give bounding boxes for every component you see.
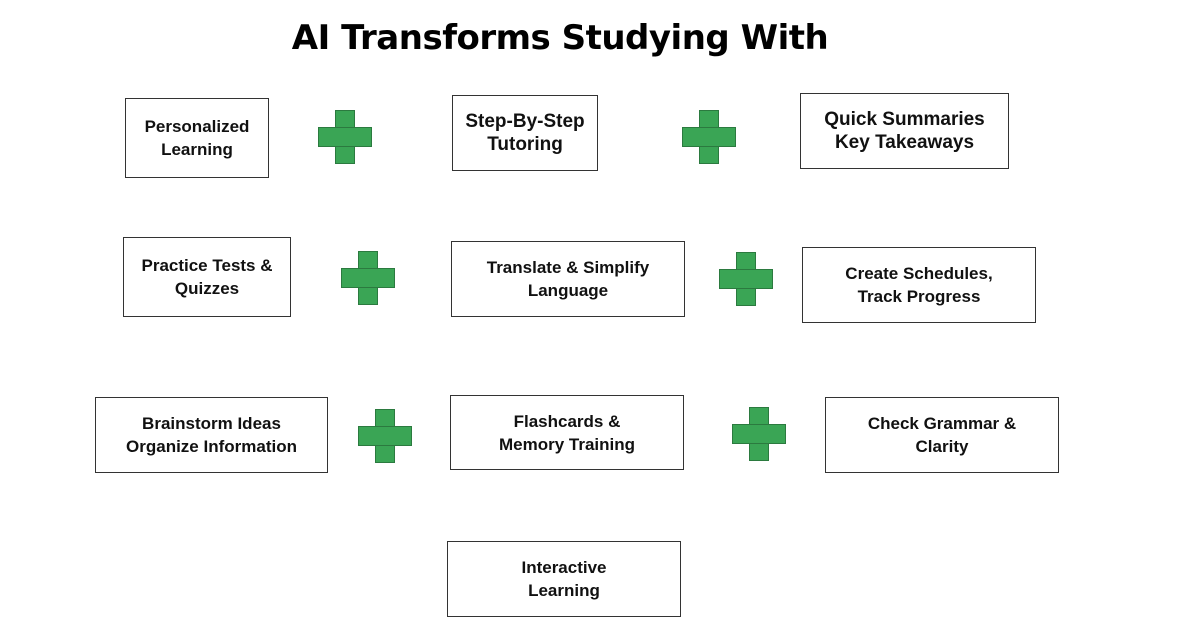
box-label-line2: Key Takeaways [834,132,975,153]
box-label-line2: Quizzes [174,279,240,298]
box-label-line1: Create Schedules, [845,264,993,283]
box-practice-tests: Practice Tests & Quizzes [123,237,291,317]
box-label-line2: Memory Training [498,434,636,454]
box-label-line1: Step-By-Step [465,111,585,132]
plus-icon [719,252,773,306]
box-label-line1: Brainstorm Ideas [142,414,281,433]
box-label-line2: Tutoring [487,134,563,155]
plus-icon [341,251,395,305]
box-create-schedules: Create Schedules, Track Progress [802,247,1036,323]
box-label-line2: Clarity [915,437,969,456]
plus-icon [358,409,412,463]
box-flashcards: Flashcards & Memory Training [450,395,684,470]
box-label-line1: Translate & Simplify [486,258,650,277]
box-label-line1: Practice Tests & [141,256,273,275]
box-label-line1: Personalized [144,117,250,136]
box-label-line2: Organize Information [126,437,297,456]
box-label-line2: Learning [161,140,233,159]
box-label-line1: Check Grammar & [867,414,1017,433]
box-label-line2: Track Progress [857,287,981,306]
box-step-by-step-tutoring: Step-By-Step Tutoring [452,95,598,171]
box-label-line1: Quick Summaries [824,109,985,130]
box-quick-summaries: Quick Summaries Key Takeaways [800,93,1009,169]
box-personalized-learning: Personalized Learning [125,98,269,178]
box-label-line1: Interactive [521,558,607,577]
box-check-grammar: Check Grammar & Clarity [825,397,1059,473]
plus-icon [732,407,786,461]
box-translate-simplify: Translate & Simplify Language [451,241,685,317]
plus-icon [682,110,736,164]
box-label-line2: Learning [528,581,600,600]
box-interactive-learning: Interactive Learning [447,541,681,617]
box-brainstorm-ideas: Brainstorm Ideas Organize Information [95,397,328,473]
page-title: AI Transforms Studying With [291,18,829,58]
box-label-line1: Flashcards & [513,411,621,431]
plus-icon [318,110,372,164]
box-label-line2: Language [527,281,609,300]
